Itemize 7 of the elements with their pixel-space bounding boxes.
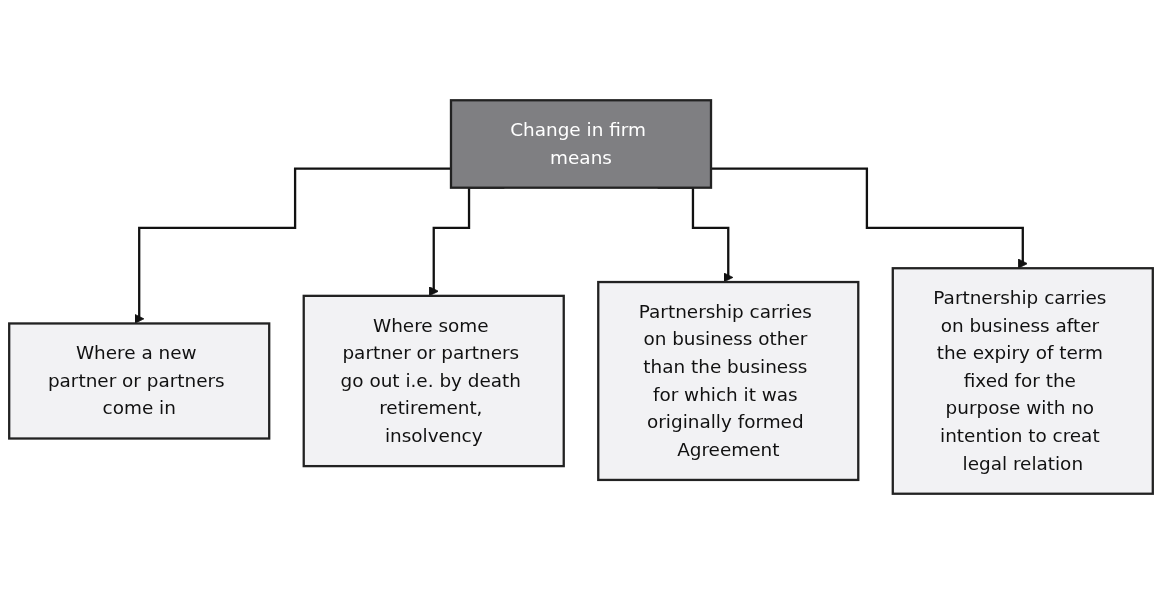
- node-box: Change in firm means: [449, 99, 713, 189]
- node-box: Where some partner or partners go out i.e. by death retirement, insolvency: [302, 294, 565, 468]
- arrow: [711, 167, 1028, 269]
- node-box: Partnership carries on business other than the business for which it was originally formed Agreement: [597, 280, 860, 482]
- node-box: Where a new partner or partners come in: [8, 322, 271, 440]
- arrow: [134, 167, 451, 324]
- node-box: Partnership carries on business after the expiry of term fixed for the purpose with no intention to creat legal relation: [891, 267, 1154, 495]
